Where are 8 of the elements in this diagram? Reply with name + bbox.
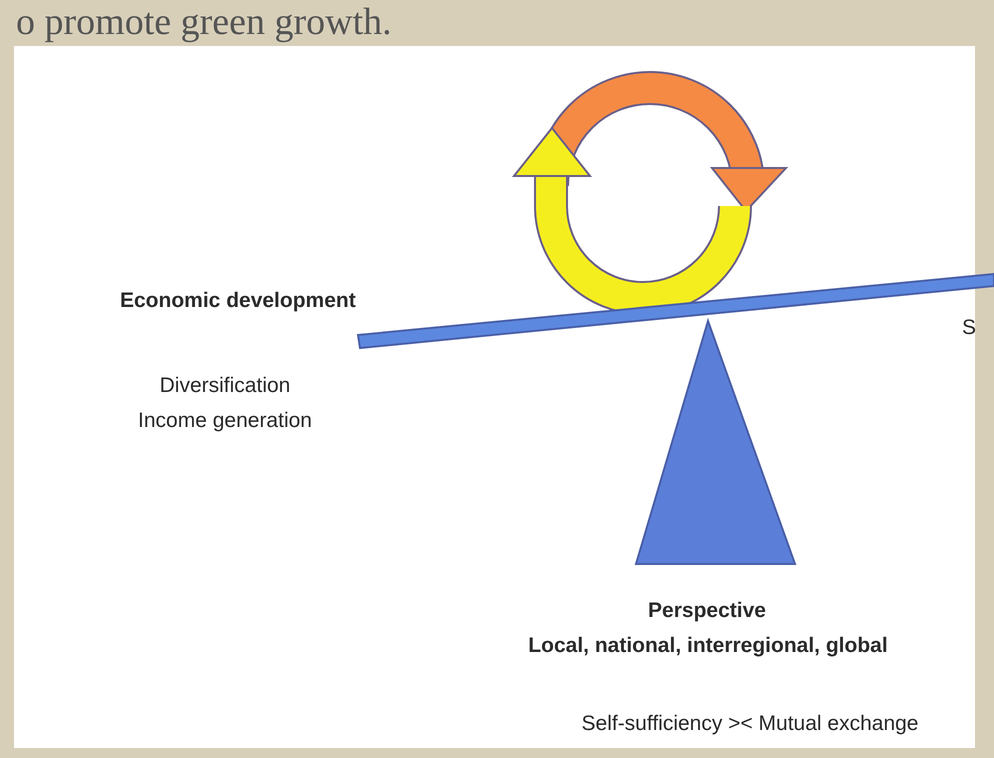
heading-label: Economic development bbox=[120, 288, 356, 314]
heading-label: Perspective bbox=[648, 598, 766, 624]
item-label: Income generation bbox=[138, 408, 312, 434]
note-label: Self-sufficiency >< Mutual exchange bbox=[582, 711, 918, 737]
item-label: Diversification bbox=[160, 373, 290, 399]
heading-label: Local, national, interregional, global bbox=[528, 633, 888, 659]
cut-off-label: S bbox=[962, 315, 976, 341]
slide-title: o promote green growth. bbox=[16, 0, 392, 44]
